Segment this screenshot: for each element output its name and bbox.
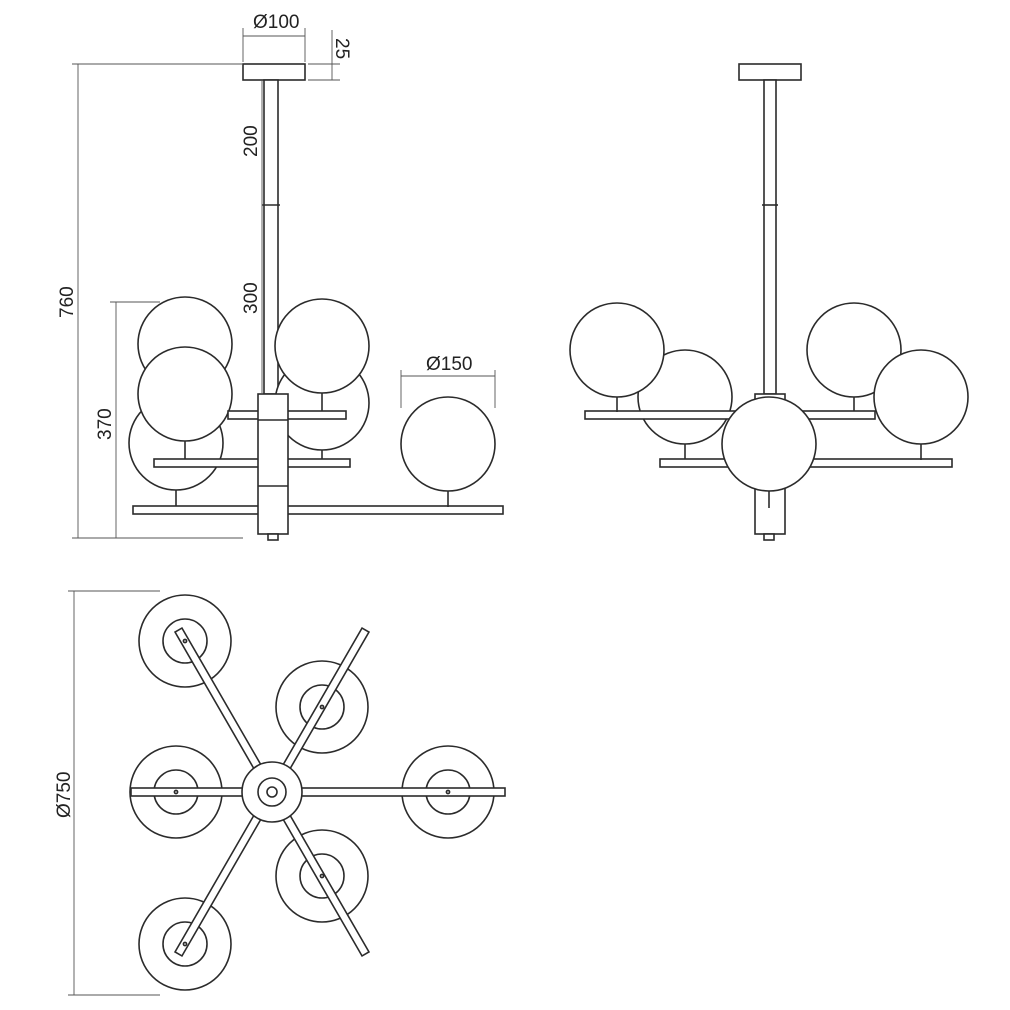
dim-overall-diameter: Ø750 [54,772,75,818]
dim-body-height: 370 [95,408,116,440]
dim-rod-upper: 200 [241,125,262,157]
side-canopy [738,63,802,81]
top-globe-lower-left [138,897,232,991]
side-globe-left [569,302,665,398]
front-view [128,63,504,541]
dim-rod-lower: 300 [241,282,262,314]
top-view [129,594,506,991]
dim-total-height: 760 [57,286,78,318]
front-central-body [257,393,289,535]
dim-canopy-height: 25 [331,38,352,59]
side-view [569,63,969,541]
front-dimensions: Ø100 25 200 300 760 370 Ø150 [57,12,496,539]
dim-canopy-diameter: Ø100 [253,12,299,33]
side-rod [763,79,777,395]
top-globe-upper-right [275,660,369,754]
top-hub-canopy [257,777,287,807]
front-globe-left [137,346,233,442]
front-globe-top-right [274,298,370,394]
top-dimensions: Ø750 [54,590,160,996]
side-globe-right [873,349,969,445]
top-globe-upper-left [138,594,232,688]
top-arm-horizontal [130,787,506,797]
dim-globe-diameter: Ø150 [426,354,472,375]
top-globe-lower-right [275,829,369,923]
front-canopy [242,63,306,81]
front-arm-lower [132,505,504,515]
side-globe-center [721,396,817,492]
front-globe-right [400,396,496,492]
front-arm-middle [153,458,351,468]
top-hub-center [266,786,278,798]
